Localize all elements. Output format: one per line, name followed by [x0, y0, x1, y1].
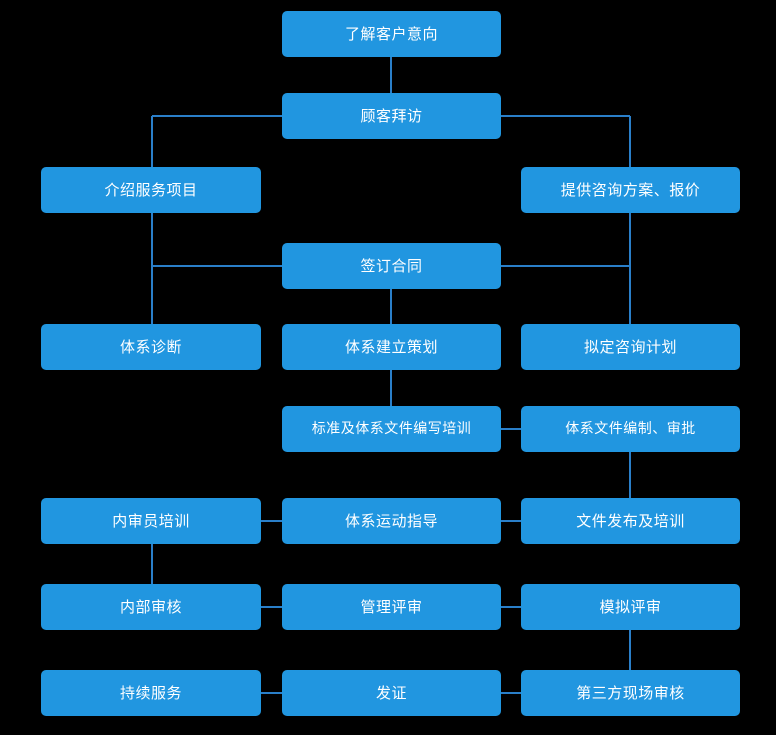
flow-node-label: 体系诊断 [119, 338, 182, 356]
flow-node-n7[interactable]: 体系建立策划 [282, 324, 501, 370]
flow-node-label: 管理评审 [360, 598, 423, 616]
flow-node-label: 体系运动指导 [344, 512, 438, 530]
flow-node-label: 文件发布及培训 [576, 512, 685, 530]
flow-node-n19[interactable]: 第三方现场审核 [521, 670, 740, 716]
flow-node-n16[interactable]: 模拟评审 [521, 584, 740, 630]
flow-node-n18[interactable]: 发证 [282, 670, 501, 716]
flow-node-n9[interactable]: 标准及体系文件编写培训 [282, 406, 501, 452]
flow-node-n3[interactable]: 介绍服务项目 [41, 167, 261, 213]
flow-node-n12[interactable]: 体系运动指导 [282, 498, 501, 544]
flow-node-n15[interactable]: 管理评审 [282, 584, 501, 630]
flow-node-n17[interactable]: 持续服务 [41, 670, 261, 716]
flow-node-n5[interactable]: 签订合同 [282, 243, 501, 289]
flow-node-label: 提供咨询方案、报价 [560, 181, 701, 199]
flow-node-n2[interactable]: 顾客拜访 [282, 93, 501, 139]
flow-node-label: 拟定咨询计划 [583, 338, 677, 356]
flow-node-label: 内部审核 [119, 598, 182, 616]
flow-node-label: 顾客拜访 [360, 107, 423, 125]
flow-node-label: 介绍服务项目 [104, 181, 198, 199]
flow-node-n6[interactable]: 体系诊断 [41, 324, 261, 370]
flow-node-label: 体系文件编制、审批 [565, 420, 696, 437]
flow-node-label: 模拟评审 [599, 598, 662, 616]
flow-node-n1[interactable]: 了解客户意向 [282, 11, 501, 57]
flow-node-label: 第三方现场审核 [576, 684, 685, 702]
flow-node-label: 发证 [375, 684, 407, 702]
flow-node-n13[interactable]: 文件发布及培训 [521, 498, 740, 544]
flow-node-n8[interactable]: 拟定咨询计划 [521, 324, 740, 370]
flow-node-label: 持续服务 [119, 684, 182, 702]
flow-node-label: 内审员培训 [112, 512, 190, 530]
flow-node-label: 体系建立策划 [344, 338, 438, 356]
flow-node-label: 标准及体系文件编写培训 [311, 420, 472, 437]
flow-node-n10[interactable]: 体系文件编制、审批 [521, 406, 740, 452]
flow-node-n4[interactable]: 提供咨询方案、报价 [521, 167, 740, 213]
flow-node-label: 了解客户意向 [344, 25, 438, 43]
flow-node-n11[interactable]: 内审员培训 [41, 498, 261, 544]
flow-node-n14[interactable]: 内部审核 [41, 584, 261, 630]
flow-node-label: 签订合同 [360, 257, 423, 275]
